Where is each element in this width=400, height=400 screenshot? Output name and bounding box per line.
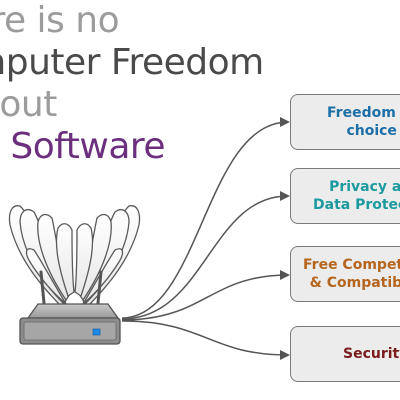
- connector-arrows: [121, 117, 290, 360]
- right-wing-icon: [74, 205, 141, 309]
- arrow-to-privacy: [121, 191, 290, 320]
- arrow-to-security: [121, 320, 290, 360]
- headline-line-3: without: [0, 84, 57, 125]
- box-label: Security: [343, 346, 400, 362]
- headline-line-4: Free Software: [0, 126, 166, 167]
- antenna-left: [39, 270, 46, 305]
- antenna-right: [96, 270, 103, 305]
- arrow-to-competition: [121, 270, 290, 321]
- router-front-panel: [23, 321, 117, 341]
- arrow-to-freedom-of-choice: [121, 117, 290, 319]
- box-security: Security: [290, 326, 400, 382]
- headline-line-1: There is no: [0, 0, 120, 41]
- router-top: [26, 303, 120, 319]
- left-wing-icon: [8, 205, 75, 309]
- box-label: Free Competition & Compatibility: [303, 257, 400, 291]
- box-free-competition-and-compatibility: Free Competition & Compatibility: [290, 246, 400, 302]
- winged-router-icon: [8, 205, 141, 345]
- box-freedom-of-choice: Freedom of choice: [290, 94, 400, 150]
- box-label: Privacy and Data Protection: [313, 179, 400, 213]
- box-label: Freedom of choice: [327, 105, 397, 139]
- box-privacy-and-data-protection: Privacy and Data Protection: [290, 168, 400, 224]
- headline: There is no Computer Freedom without Fre…: [0, 0, 264, 168]
- headline-line-2: Computer Freedom: [0, 42, 264, 83]
- router-status-light: [92, 328, 101, 336]
